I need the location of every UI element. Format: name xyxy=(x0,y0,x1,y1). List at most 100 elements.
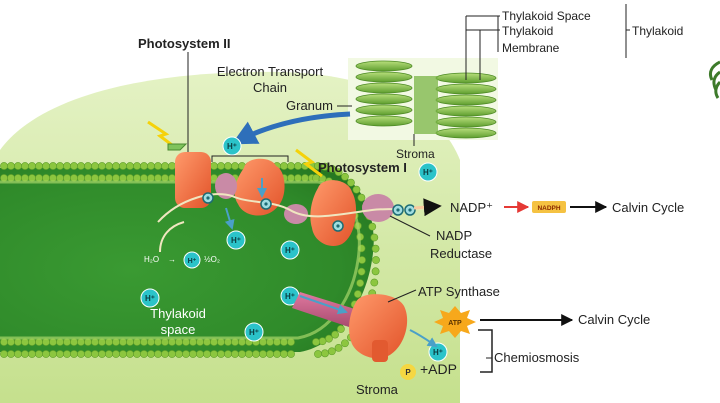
label-thylakoid-membrane-1: Thylakoid xyxy=(502,24,553,38)
membrane-bead xyxy=(357,280,364,287)
membrane-bead xyxy=(77,350,84,357)
membrane-bead xyxy=(91,162,98,169)
label-chemiosmosis: Chemiosmosis xyxy=(494,350,580,365)
chemiosmosis-bracket xyxy=(478,330,492,372)
membrane-bead xyxy=(14,162,21,169)
membrane-bead xyxy=(347,179,354,186)
label-atp: ATP xyxy=(448,320,462,327)
membrane-bead xyxy=(175,350,182,357)
membrane-bead xyxy=(119,350,126,357)
membrane-bead xyxy=(245,350,252,357)
membrane-bead xyxy=(0,350,7,357)
granum-disk xyxy=(356,116,412,126)
membrane-bead xyxy=(98,162,105,169)
label-nadp-reductase-2: Reductase xyxy=(430,246,492,261)
membrane-bead xyxy=(294,162,301,169)
membrane-bead xyxy=(49,350,56,357)
membrane-bead xyxy=(140,350,147,357)
svg-text:H⁺: H⁺ xyxy=(227,142,237,151)
membrane-bead xyxy=(217,162,224,169)
membrane-bead xyxy=(358,194,365,201)
svg-text:H⁺: H⁺ xyxy=(423,168,433,177)
svg-text:H⁺: H⁺ xyxy=(145,294,155,303)
svg-text:H⁺: H⁺ xyxy=(285,292,295,301)
nadp-reductase-protein xyxy=(362,194,394,222)
svg-text:H⁺: H⁺ xyxy=(249,328,259,337)
membrane-bead xyxy=(63,162,70,169)
label-thylakoid-space-1: Thylakoid xyxy=(150,306,206,321)
membrane-bead xyxy=(126,162,133,169)
membrane-bead xyxy=(147,162,154,169)
membrane-bead xyxy=(35,350,42,357)
membrane-bead xyxy=(70,162,77,169)
membrane-bead xyxy=(105,350,112,357)
label-nadph: NADPH xyxy=(537,205,560,212)
membrane-bead xyxy=(168,350,175,357)
membrane-bead xyxy=(224,350,231,357)
membrane-bead xyxy=(353,186,360,193)
membrane-bead xyxy=(266,350,273,357)
granum-disk xyxy=(436,95,496,105)
granum-disk xyxy=(356,94,412,104)
membrane-bead xyxy=(182,350,189,357)
membrane-bead xyxy=(372,245,379,252)
membrane-bead xyxy=(231,350,238,357)
membrane-bead xyxy=(231,162,238,169)
membrane-bead xyxy=(372,256,379,263)
membrane-bead xyxy=(91,350,98,357)
label-thylakoid-space-2: space xyxy=(161,322,196,337)
membrane-bead xyxy=(161,350,168,357)
membrane-bead xyxy=(371,279,378,286)
membrane-bead xyxy=(321,350,328,357)
membrane-bead xyxy=(84,350,91,357)
membrane-bead xyxy=(252,350,259,357)
membrane-bead xyxy=(369,223,376,230)
label-granum: Granum xyxy=(286,98,333,113)
membrane-bead xyxy=(112,350,119,357)
label-water-o2: ½O₂ xyxy=(204,255,220,264)
membrane-bead xyxy=(0,162,7,169)
membrane-bead xyxy=(224,162,231,169)
membrane-bead xyxy=(70,350,77,357)
electron-carrier-core xyxy=(336,224,339,227)
membrane-bead xyxy=(105,162,112,169)
label-thylakoid-membrane-2: Membrane xyxy=(502,41,560,55)
h-ion-4: H⁺ xyxy=(281,241,299,259)
atp-synthase-stalk xyxy=(372,340,388,362)
membrane-bead xyxy=(168,162,175,169)
membrane-bead xyxy=(372,268,379,275)
label-etc-line1: Electron Transport xyxy=(217,64,324,79)
membrane-bead xyxy=(358,268,365,275)
label-water-arrow: → xyxy=(168,255,176,264)
membrane-bead xyxy=(147,350,154,357)
edge-decoration xyxy=(710,62,720,98)
electron-to-nadp-arrow xyxy=(414,206,440,208)
granum-disk xyxy=(436,117,496,127)
membrane-bead xyxy=(154,350,161,357)
label-nadp-reductase-1: NADP xyxy=(436,228,472,243)
membrane-bead xyxy=(7,162,14,169)
membrane-bead xyxy=(210,350,217,357)
svg-text:H⁺: H⁺ xyxy=(285,246,295,255)
label-water-h2o: H₂O xyxy=(144,255,159,264)
membrane-bead xyxy=(335,344,342,351)
membrane-bead xyxy=(312,338,319,345)
membrane-bead xyxy=(119,162,126,169)
plastocyanin-pink xyxy=(284,204,308,224)
label-thylakoid: Thylakoid xyxy=(632,24,683,38)
svg-text:H⁺: H⁺ xyxy=(433,348,443,357)
membrane-bead xyxy=(28,162,35,169)
membrane-bead xyxy=(371,234,378,241)
membrane-bead xyxy=(314,350,321,357)
membrane-bead xyxy=(21,162,28,169)
label-phosphate: P xyxy=(405,368,411,377)
granum-stack xyxy=(348,58,498,140)
membrane-bead xyxy=(133,162,140,169)
membrane-bead xyxy=(98,350,105,357)
membrane-bead xyxy=(56,350,63,357)
label-nadp-plus: NADP⁺ xyxy=(450,200,493,215)
membrane-bead xyxy=(189,350,196,357)
membrane-bead xyxy=(133,350,140,357)
membrane-bead xyxy=(319,338,326,345)
